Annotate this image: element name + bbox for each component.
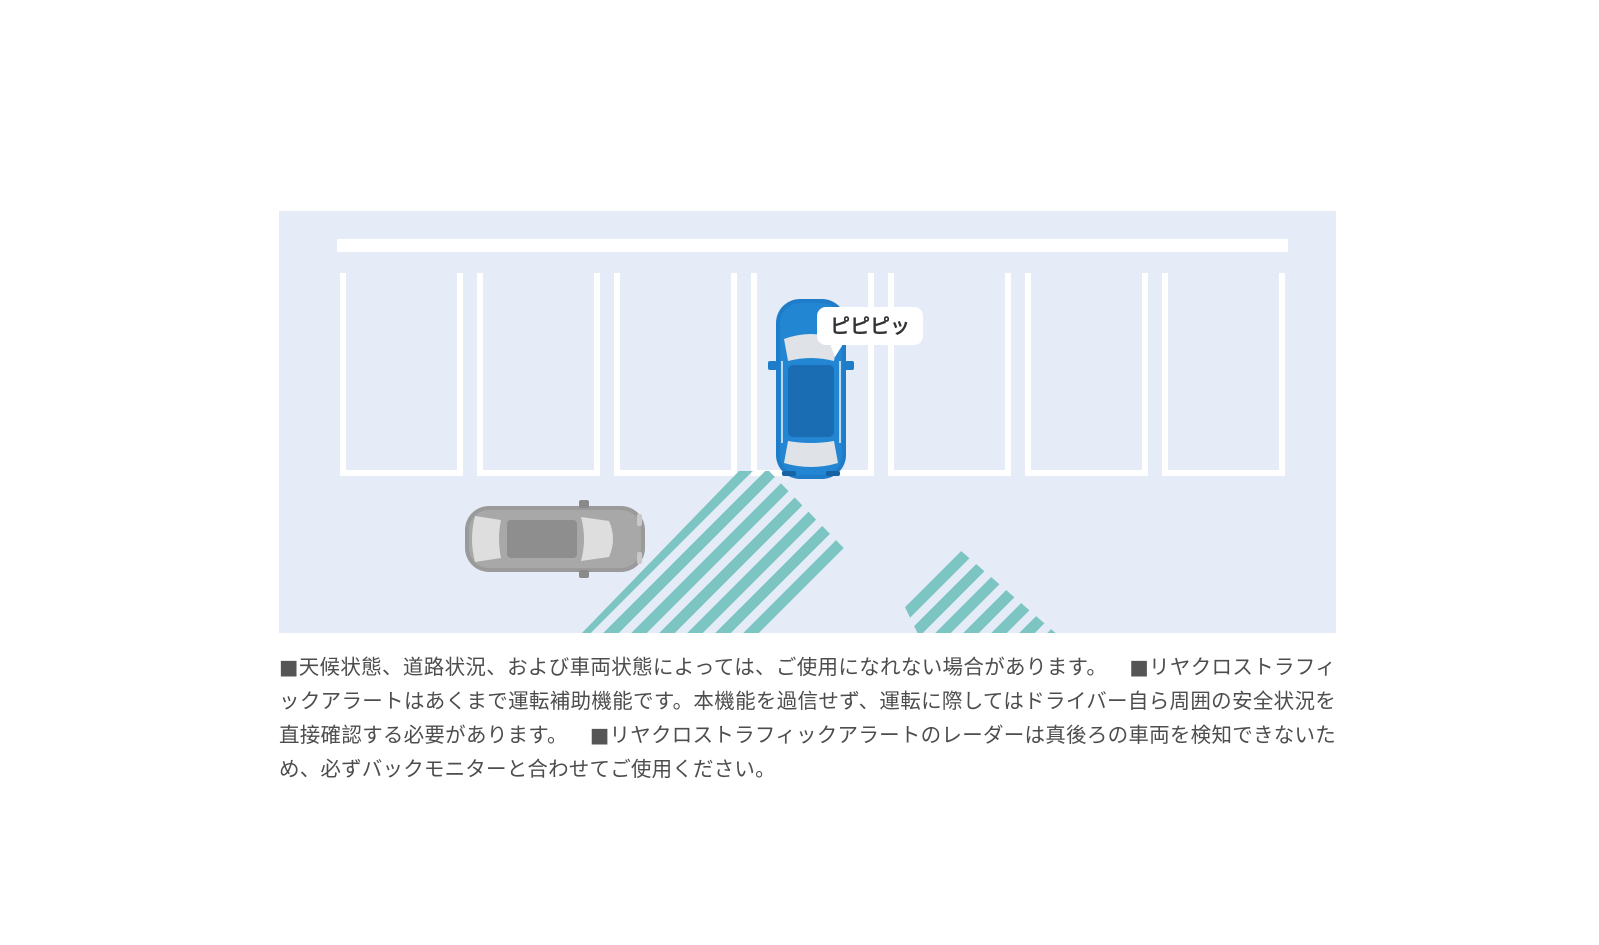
parking-bay bbox=[1025, 273, 1148, 476]
parking-top-line bbox=[337, 239, 1288, 252]
speech-bubble-icon: ピピピッ bbox=[817, 307, 923, 357]
note-text: リヤクロストラフィックアラートのレーダーは真後ろの車両を検知できないため、必ずバ… bbox=[279, 723, 1337, 781]
rear-cross-traffic-alert-diagram: ピピピッ bbox=[279, 211, 1336, 633]
parking-bay bbox=[614, 273, 737, 476]
note-marker: ■ bbox=[589, 723, 610, 747]
note-text: リヤクロストラフィックアラートはあくまで運転補助機能です。本機能を過信せず、運転… bbox=[279, 655, 1337, 747]
note-marker: ■ bbox=[279, 655, 299, 679]
parking-bay bbox=[477, 273, 600, 476]
parking-bay bbox=[888, 273, 1011, 476]
parking-bay bbox=[340, 273, 463, 476]
parking-bays bbox=[340, 273, 1285, 476]
notes-text: ■天候状態、道路状況、および車両状態によっては、ご使用になれない場合があります。… bbox=[279, 650, 1336, 786]
alert-bubble-text: ピピピッ bbox=[830, 314, 910, 338]
note-text: 天候状態、道路状況、および車両状態によっては、ご使用になれない場合があります。 bbox=[298, 655, 1108, 679]
parking-bay bbox=[1162, 273, 1285, 476]
car-topview-gray-icon bbox=[465, 500, 645, 578]
note-marker: ■ bbox=[1129, 655, 1150, 679]
